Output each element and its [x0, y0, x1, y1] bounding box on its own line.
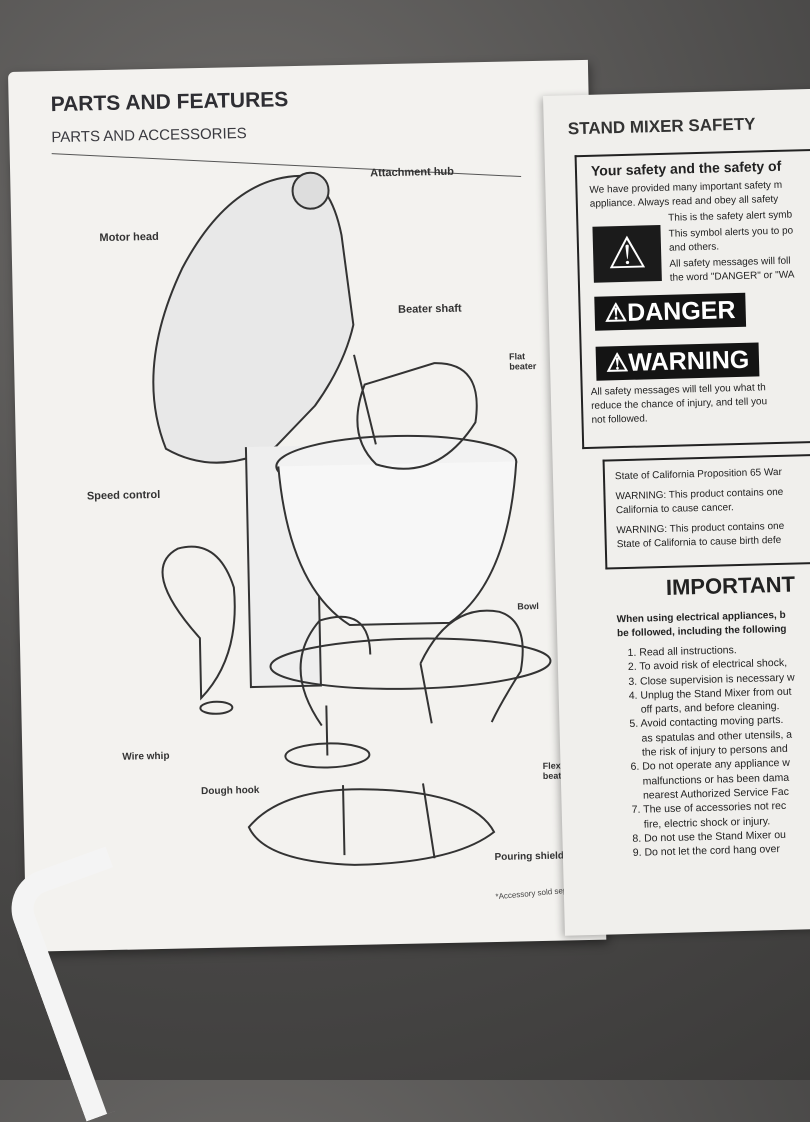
- prop65-box: State of California Proposition 65 War W…: [602, 453, 810, 570]
- prop65-text: California to cause cancer.: [615, 502, 734, 517]
- prop65-text: WARNING: This product contains one: [616, 520, 785, 537]
- label-beater-shaft: Beater shaft: [397, 302, 462, 316]
- lead-text: When using electrical appliances, b: [616, 609, 786, 626]
- left-page: PARTS AND FEATURES PARTS AND ACCESSORIES…: [8, 59, 607, 952]
- message-text: not followed.: [591, 413, 648, 426]
- label-attachment-hub: Attachment hub: [370, 165, 455, 180]
- label-motor-head: Motor head: [99, 230, 159, 245]
- prop65-text: State of California to cause birth defe: [616, 534, 782, 551]
- danger-signal: ⚠DANGER: [594, 292, 746, 331]
- warning-signal: ⚠WARNING: [595, 342, 760, 381]
- box-heading: Your safety and the safety of: [590, 157, 782, 179]
- alert-text: This is the safety alert symb: [668, 209, 793, 224]
- lead-text: be followed, including the following: [616, 623, 787, 640]
- safety-box: Your safety and the safety of We have pr…: [574, 148, 810, 450]
- stand-mixer-illustration: [152, 171, 552, 866]
- list-item: 9. Do not let the cord hang over: [632, 843, 781, 860]
- intro-text: We have provided many important safety m: [589, 179, 783, 196]
- alert-triangle-icon: ⚠: [592, 224, 662, 283]
- alert-text: All safety messages will foll: [669, 255, 791, 270]
- prop65-text: WARNING: This product contains one: [615, 486, 784, 503]
- message-text: reduce the chance of injury, and tell yo…: [590, 396, 768, 412]
- label-dough-hook: Dough hook: [200, 784, 260, 798]
- important-heading: IMPORTANT: [665, 571, 796, 600]
- alert-text: the word "DANGER" or "WA: [669, 269, 795, 284]
- page-title: STAND MIXER SAFETY: [567, 114, 756, 139]
- prop65-title: State of California Proposition 65 War: [614, 466, 783, 483]
- label-pouring-shield: Pouring shield*: [494, 850, 568, 863]
- label-wire-whip: Wire whip: [122, 750, 170, 763]
- message-text: All safety messages will tell you what t…: [590, 382, 766, 398]
- instructions-list: 1. Read all instructions.2. To avoid ris…: [627, 642, 799, 861]
- label-bowl: Bowl: [517, 601, 539, 612]
- alert-text: and others.: [668, 241, 720, 254]
- alert-text: This symbol alerts you to po: [668, 225, 794, 240]
- intro-text: appliance. Always read and obey all safe…: [589, 193, 779, 210]
- label-speed-control: Speed control: [86, 488, 161, 503]
- right-page: STAND MIXER SAFETY Your safety and the s…: [543, 88, 810, 936]
